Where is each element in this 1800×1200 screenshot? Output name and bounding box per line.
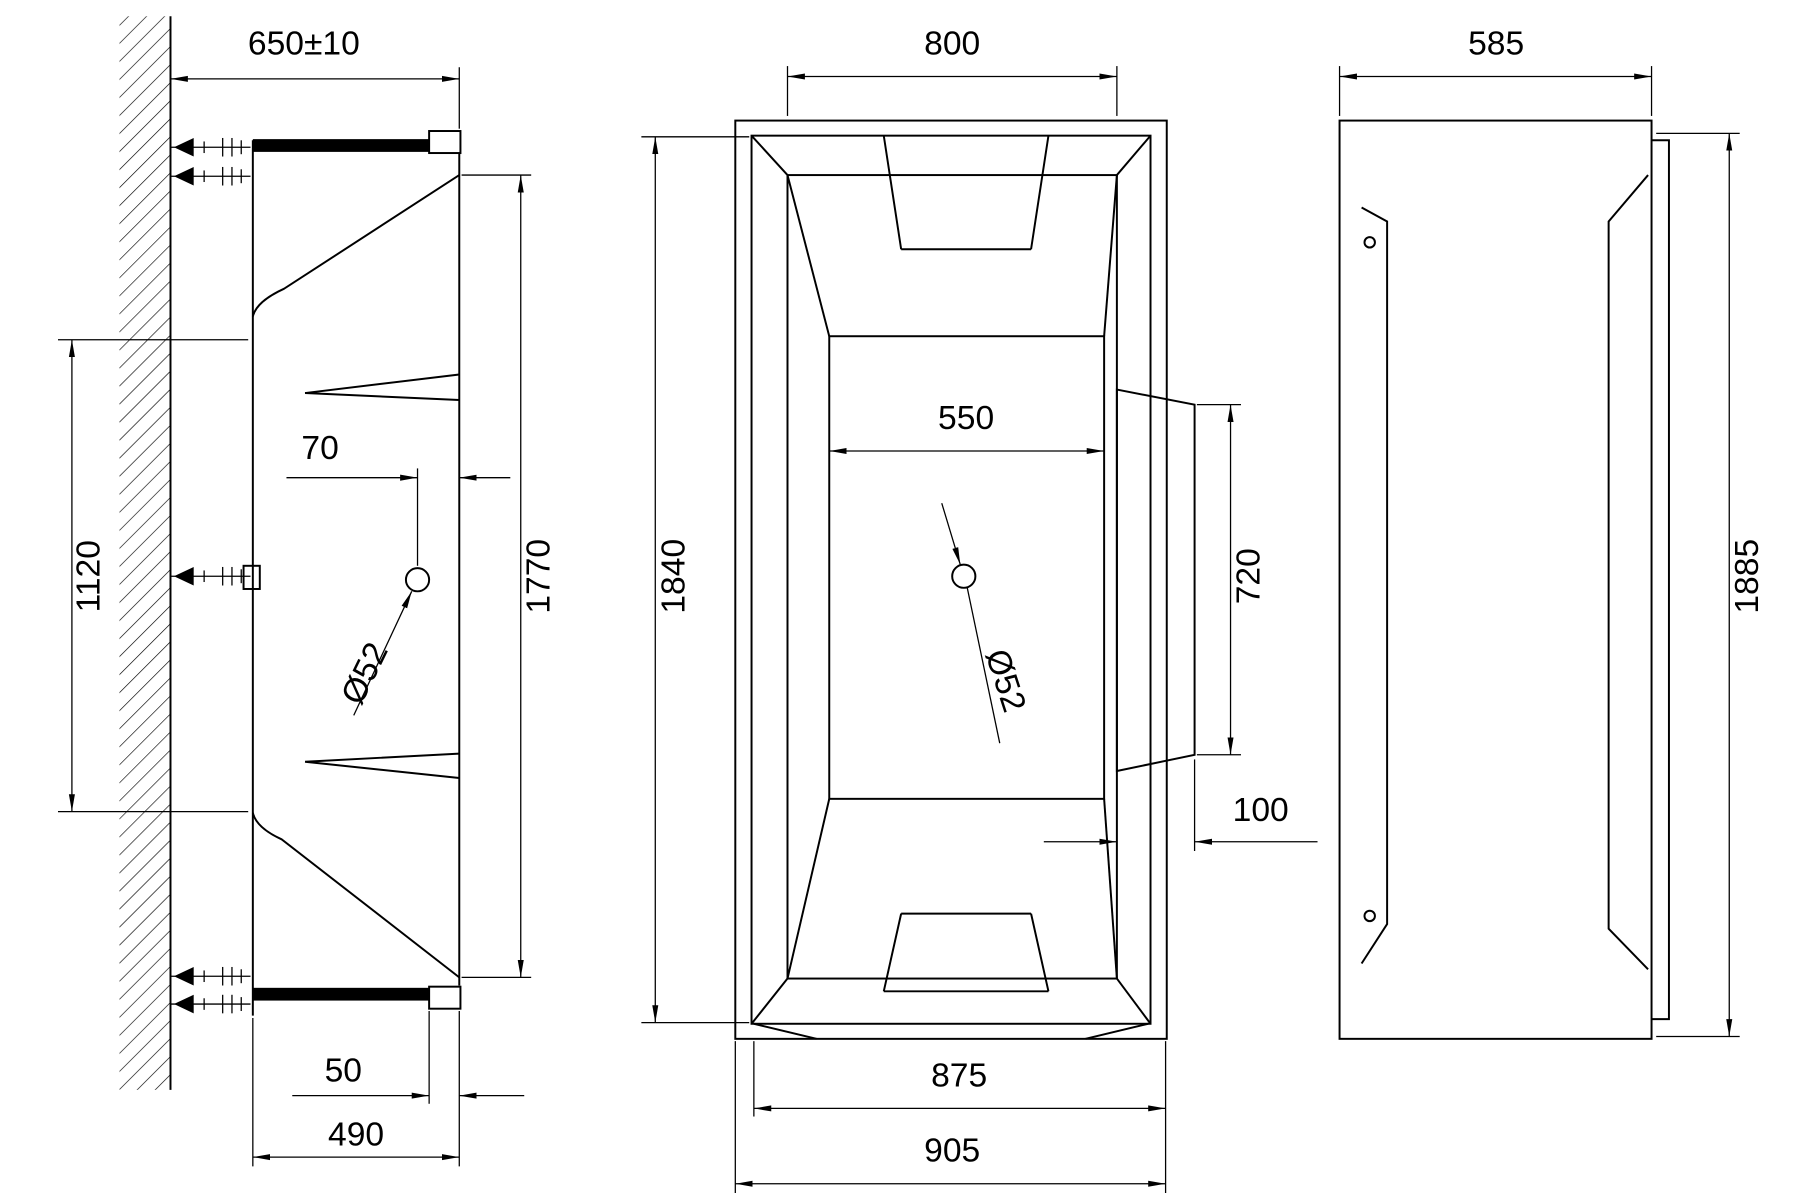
- mount-fitting: [169, 966, 252, 987]
- basin-floor: [828, 335, 1106, 800]
- rear-dimension-labels: 585 1885: [1468, 25, 1766, 613]
- side-view: 650±10 1120 1770 70 Ø52 50 490: [57, 16, 558, 1167]
- plan-side-panel-depth-dim: 100: [1233, 792, 1289, 829]
- headrest-bottom: [882, 912, 1050, 993]
- mount-fitting: [169, 137, 252, 158]
- bottom-rim-bracket: [428, 985, 462, 1010]
- drain-hole-plan: [951, 563, 977, 589]
- rear-outline: [1338, 119, 1653, 1040]
- mount-fitting: [169, 994, 252, 1014]
- drain-hole-side: [404, 567, 431, 593]
- plan-floor-width-dim: 550: [938, 400, 994, 437]
- wall-hatching: [119, 16, 171, 1090]
- side-panel: [1115, 388, 1196, 773]
- side-dimension-labels: 650±10 1120 1770 70 Ø52 50 490: [71, 25, 558, 1153]
- rear-width-dim: 585: [1468, 25, 1524, 62]
- outer-shell: [734, 119, 1168, 1040]
- rear-view: 585 1885: [1338, 25, 1766, 1040]
- side-inner-length-dim: 1770: [521, 539, 558, 614]
- rear-height-dim: 1885: [1729, 539, 1766, 614]
- mount-fitting: [169, 566, 252, 587]
- side-wall-opening-dim: 1120: [71, 540, 108, 612]
- plan-drain-diameter-dim: Ø52: [978, 645, 1033, 717]
- lower-ledge-contour: [304, 752, 460, 779]
- rear-flange: [1651, 139, 1670, 1021]
- mount-hole-top: [1363, 236, 1376, 249]
- rear-left-edge: [1360, 206, 1389, 965]
- wall-section: [119, 16, 172, 1090]
- bottom-rim-bar: [252, 987, 430, 1001]
- tub-side-profile: [242, 130, 462, 1016]
- side-drain-diameter-dim: Ø52: [335, 637, 396, 710]
- side-overall-depth-dim: 650±10: [248, 25, 360, 62]
- top-rim-bar: [252, 139, 430, 152]
- top-rim-bracket: [428, 130, 462, 155]
- tub-rear-geometry: [1338, 119, 1670, 1040]
- mount-fitting: [169, 166, 252, 187]
- plan-overall-length-dim: 905: [924, 1133, 980, 1170]
- mount-hole-bottom: [1363, 909, 1376, 923]
- plan-shell-length-dim: 1840: [655, 539, 692, 614]
- mount-fittings: [169, 137, 252, 1014]
- plan-base-length-dim: 875: [931, 1057, 987, 1094]
- plan-dimensions: [641, 66, 1318, 1194]
- plan-side-panel-length-dim: 720: [1231, 548, 1268, 604]
- side-dimensions: [57, 67, 532, 1167]
- side-base-depth-dim: 490: [328, 1117, 384, 1154]
- headrest-top: [882, 135, 1050, 251]
- rear-dimensions: [1338, 66, 1740, 1038]
- tub-plan-geometry: [734, 119, 1196, 1040]
- side-drain-offset-dim: 70: [301, 430, 338, 467]
- side-rim-lip-dim: 50: [325, 1053, 362, 1090]
- middle-mount-plate: [242, 564, 261, 590]
- plan-opening-width-dim: 800: [924, 25, 980, 62]
- upper-ledge-contour: [304, 373, 460, 401]
- plan-view: 800 1840 550 Ø52 720 100 875 905: [641, 25, 1318, 1194]
- rear-right-edge: [1607, 174, 1649, 970]
- rim-edge: [750, 134, 1152, 1025]
